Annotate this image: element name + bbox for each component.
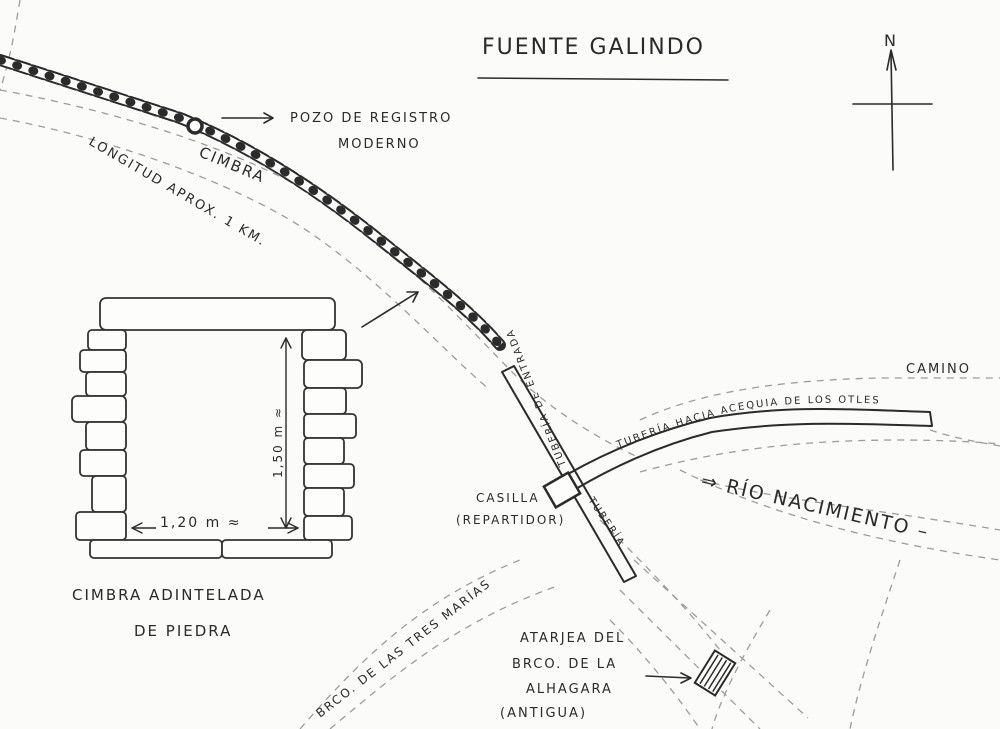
cimbra-tunnel [0, 54, 506, 351]
atarjea-label-2: BRCO. DE LA [512, 657, 617, 672]
otles-pipe [567, 408, 933, 491]
casilla-box [542, 470, 582, 510]
height-label: 1,50 m ≈ [271, 406, 285, 478]
pozo-label-2: MODERNO [338, 137, 421, 152]
atarjea-culvert [693, 649, 737, 697]
camino-label: CAMINO [906, 362, 971, 377]
width-label-bg [156, 512, 268, 530]
width-label: 1,20 m ≈ [160, 515, 241, 531]
atarjea-label-3: ALHAGARA [526, 682, 613, 697]
title-text: FUENTE GALINDO [482, 35, 705, 60]
entrance-pipe [501, 365, 637, 583]
pozo-label-1: POZO DE REGISTRO [290, 111, 452, 126]
tuberia-entrada-label: TUBERÍA DE ENTRADA [504, 327, 569, 469]
pointer-arrow-icon [221, 112, 274, 124]
casilla-label-1: CASILLA [476, 491, 540, 505]
pointer-arrow-icon [361, 291, 419, 328]
north-arrow-icon [852, 49, 933, 171]
stone-cross-section [71, 297, 363, 559]
section-caption-1: CIMBRA ADINTELADA [72, 586, 266, 604]
atarjea-label-1: ATARJEA DEL [520, 631, 625, 646]
pointer-arrow-icon [645, 672, 692, 684]
north-label: N [884, 31, 898, 50]
tres-marias-label: BRCO. DE LAS TRES MARÍAS [313, 576, 493, 720]
manhole-circle-icon [186, 117, 204, 135]
atarjea-label-4: (ANTIGUA) [500, 706, 587, 721]
rio-label: ⇒ RÍO NACIMIENTO – [699, 468, 932, 543]
title-underline [477, 77, 729, 81]
casilla-label-2: (REPARTIDOR) [456, 513, 565, 527]
section-caption-2: DE PIEDRA [134, 622, 232, 640]
tuberia-label: TUBERÍA [585, 495, 627, 549]
